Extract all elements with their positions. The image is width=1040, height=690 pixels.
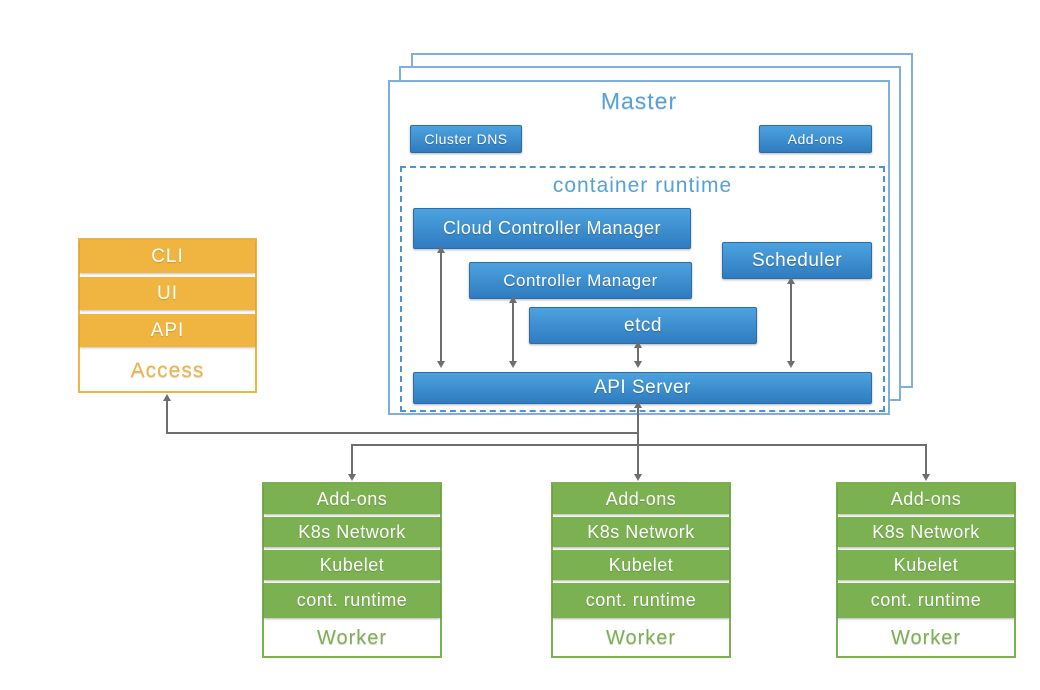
- worker-title: Worker: [890, 627, 962, 649]
- master-title: Master: [600, 88, 678, 114]
- worker-item-kubelet: Kubelet: [553, 550, 729, 580]
- worker-node-3: Add-ons K8s Network Kubelet cont. runtim…: [836, 482, 1016, 658]
- access-title: Access: [130, 359, 205, 382]
- container-runtime-box: container runtime Cloud Controller Manag…: [400, 166, 885, 412]
- api-server-box: API Server: [413, 372, 872, 404]
- worker-item-k8s-network: K8s Network: [838, 517, 1014, 547]
- worker-node-1: Add-ons K8s Network Kubelet cont. runtim…: [262, 482, 442, 658]
- addons-box: Add-ons: [759, 125, 872, 153]
- controller-manager-box: Controller Manager: [469, 262, 692, 299]
- worker-item-kubelet: Kubelet: [264, 550, 440, 580]
- container-runtime-title: container runtime: [552, 174, 733, 197]
- worker-item-cont-runtime: cont. runtime: [553, 583, 729, 618]
- worker-item-k8s-network: K8s Network: [553, 517, 729, 547]
- worker-item-kubelet: Kubelet: [838, 550, 1014, 580]
- master-box: Master Cluster DNS Add-ons container run…: [388, 80, 890, 415]
- worker-item-cont-runtime: cont. runtime: [838, 583, 1014, 618]
- access-item-ui: UI: [80, 277, 255, 310]
- access-item-cli: CLI: [80, 240, 255, 273]
- worker-item-k8s-network: K8s Network: [264, 517, 440, 547]
- worker-item-cont-runtime: cont. runtime: [264, 583, 440, 618]
- worker-item-addons: Add-ons: [553, 484, 729, 514]
- access-panel: CLI UI API Access: [78, 238, 257, 393]
- cloud-controller-manager-box: Cloud Controller Manager: [413, 208, 691, 249]
- etcd-box: etcd: [529, 307, 757, 344]
- worker-node-2: Add-ons K8s Network Kubelet cont. runtim…: [551, 482, 731, 658]
- worker-item-addons: Add-ons: [264, 484, 440, 514]
- cluster-dns-box: Cluster DNS: [410, 125, 522, 153]
- worker-item-addons: Add-ons: [838, 484, 1014, 514]
- scheduler-box: Scheduler: [722, 242, 872, 279]
- access-item-api: API: [80, 314, 255, 347]
- worker-title: Worker: [316, 627, 388, 649]
- worker-title: Worker: [605, 627, 677, 649]
